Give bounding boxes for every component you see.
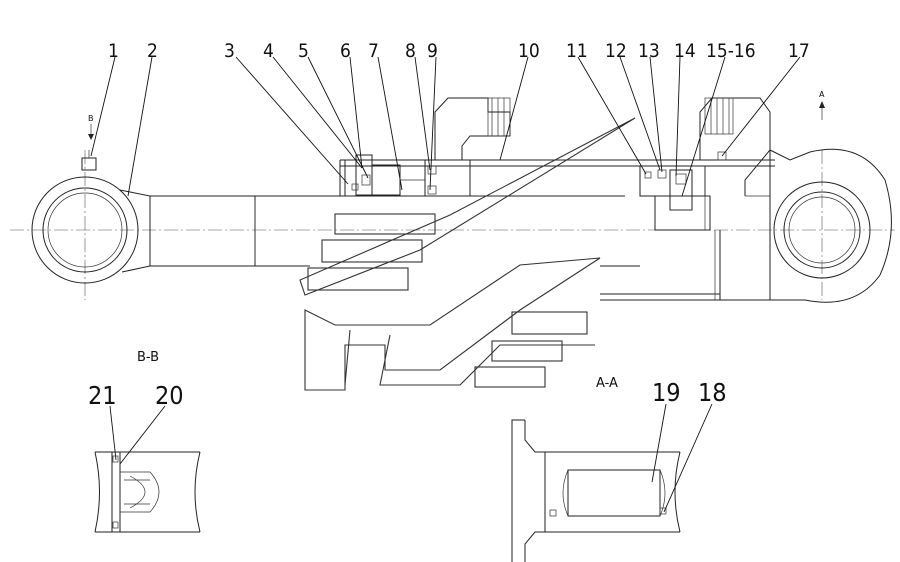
callout-1: 1 [108, 40, 119, 62]
section-arrow-a-label: A [819, 90, 825, 99]
callout-10: 10 [518, 40, 540, 62]
piston-rod [150, 195, 640, 267]
callout-9: 9 [427, 40, 438, 62]
callout-11: 11 [566, 40, 588, 62]
callout-5: 5 [298, 40, 309, 62]
callout-17: 17 [788, 40, 810, 62]
section-a-a-title: A-A [596, 376, 618, 391]
section-arrow-a: A [819, 90, 825, 120]
port-block-cap-side [699, 97, 771, 196]
callout-19: 19 [652, 378, 681, 407]
callout-21: 21 [88, 381, 117, 410]
callout-6: 6 [340, 40, 351, 62]
section-b-b-title: B-B [137, 350, 159, 365]
section-a-a: A-A 19 18 [511, 376, 727, 562]
section-arrow-b: B [88, 114, 94, 140]
callout-20: 20 [155, 381, 184, 410]
piston [639, 165, 711, 231]
callout-14: 14 [674, 40, 696, 62]
section-b-b: B-B 21 20 [88, 350, 201, 533]
callout-15-16: 15-16 [706, 40, 756, 62]
leader-lines [90, 56, 801, 197]
callout-8: 8 [405, 40, 416, 62]
callout-12: 12 [605, 40, 627, 62]
watermark-logo [299, 117, 636, 391]
callout-4: 4 [263, 40, 274, 62]
callout-numbers: 1 2 3 4 5 6 7 8 9 10 11 12 13 14 15-16 1… [108, 40, 810, 62]
callout-13: 13 [638, 40, 660, 62]
section-arrow-b-label: B [88, 114, 94, 123]
callout-18: 18 [698, 378, 727, 407]
cylinder-assembly: B A [10, 90, 895, 303]
callout-7: 7 [368, 40, 379, 62]
rod-eye [31, 150, 151, 284]
callout-3: 3 [224, 40, 235, 62]
cap-eye [745, 148, 892, 303]
callout-2: 2 [147, 40, 158, 62]
port-block-rod-side [434, 97, 511, 160]
